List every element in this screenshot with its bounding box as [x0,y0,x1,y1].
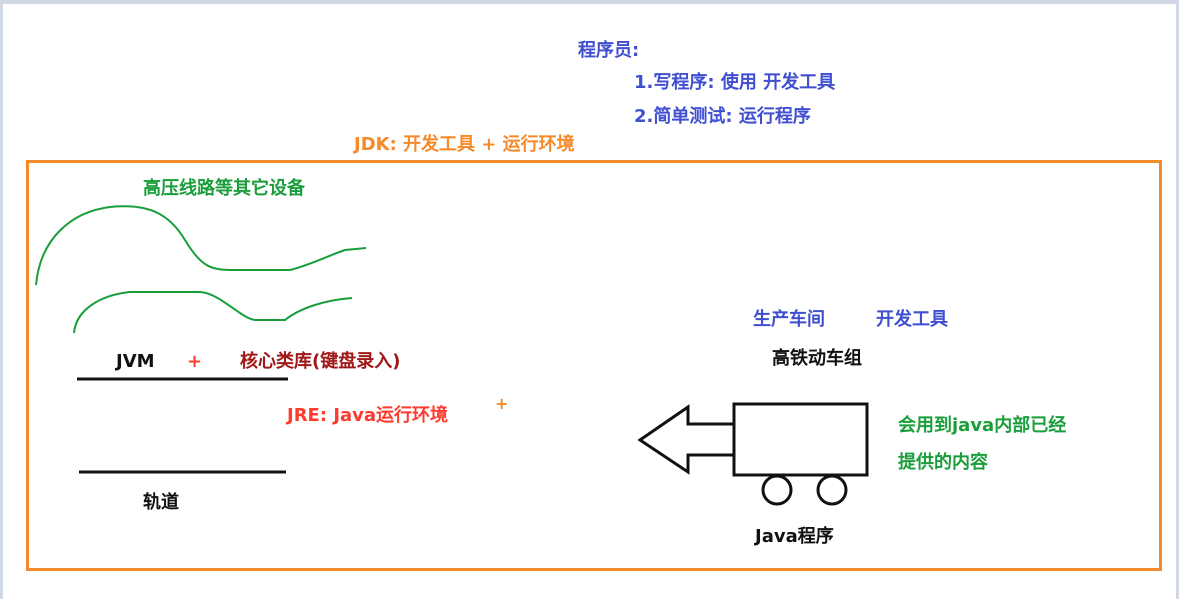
step-write-program: 1.写程序: 使用 开发工具 [634,72,836,93]
uses-java-label-line1: 会用到java内部已经 [898,415,1067,436]
step-test-program: 2.简单测试: 运行程序 [634,106,811,127]
programmer-title: 程序员: [578,40,640,61]
window-right-border [1176,0,1179,599]
power-lines-label: 高压线路等其它设备 [143,178,305,199]
dev-tools-label: 开发工具 [876,309,948,330]
jvm-label: JVM [116,351,155,372]
jre-label: JRE: Java运行环境 [287,405,449,426]
jdk-frame [26,160,1162,571]
jdk-label: JDK: 开发工具 + 运行环境 [354,134,575,155]
window-top-border [0,0,1179,4]
window-left-border [0,0,3,599]
uses-java-label-line2: 提供的内容 [898,452,988,473]
workshop-label: 生产车间 [753,309,825,330]
train-label: 高铁动车组 [772,348,862,369]
core-library-label: 核心类库(键盘录入) [240,351,401,372]
plus-sign-jvm: + [187,351,203,372]
rail-label: 轨道 [143,492,179,513]
plus-sign-jre: + [495,394,509,413]
java-program-label: Java程序 [755,526,834,547]
